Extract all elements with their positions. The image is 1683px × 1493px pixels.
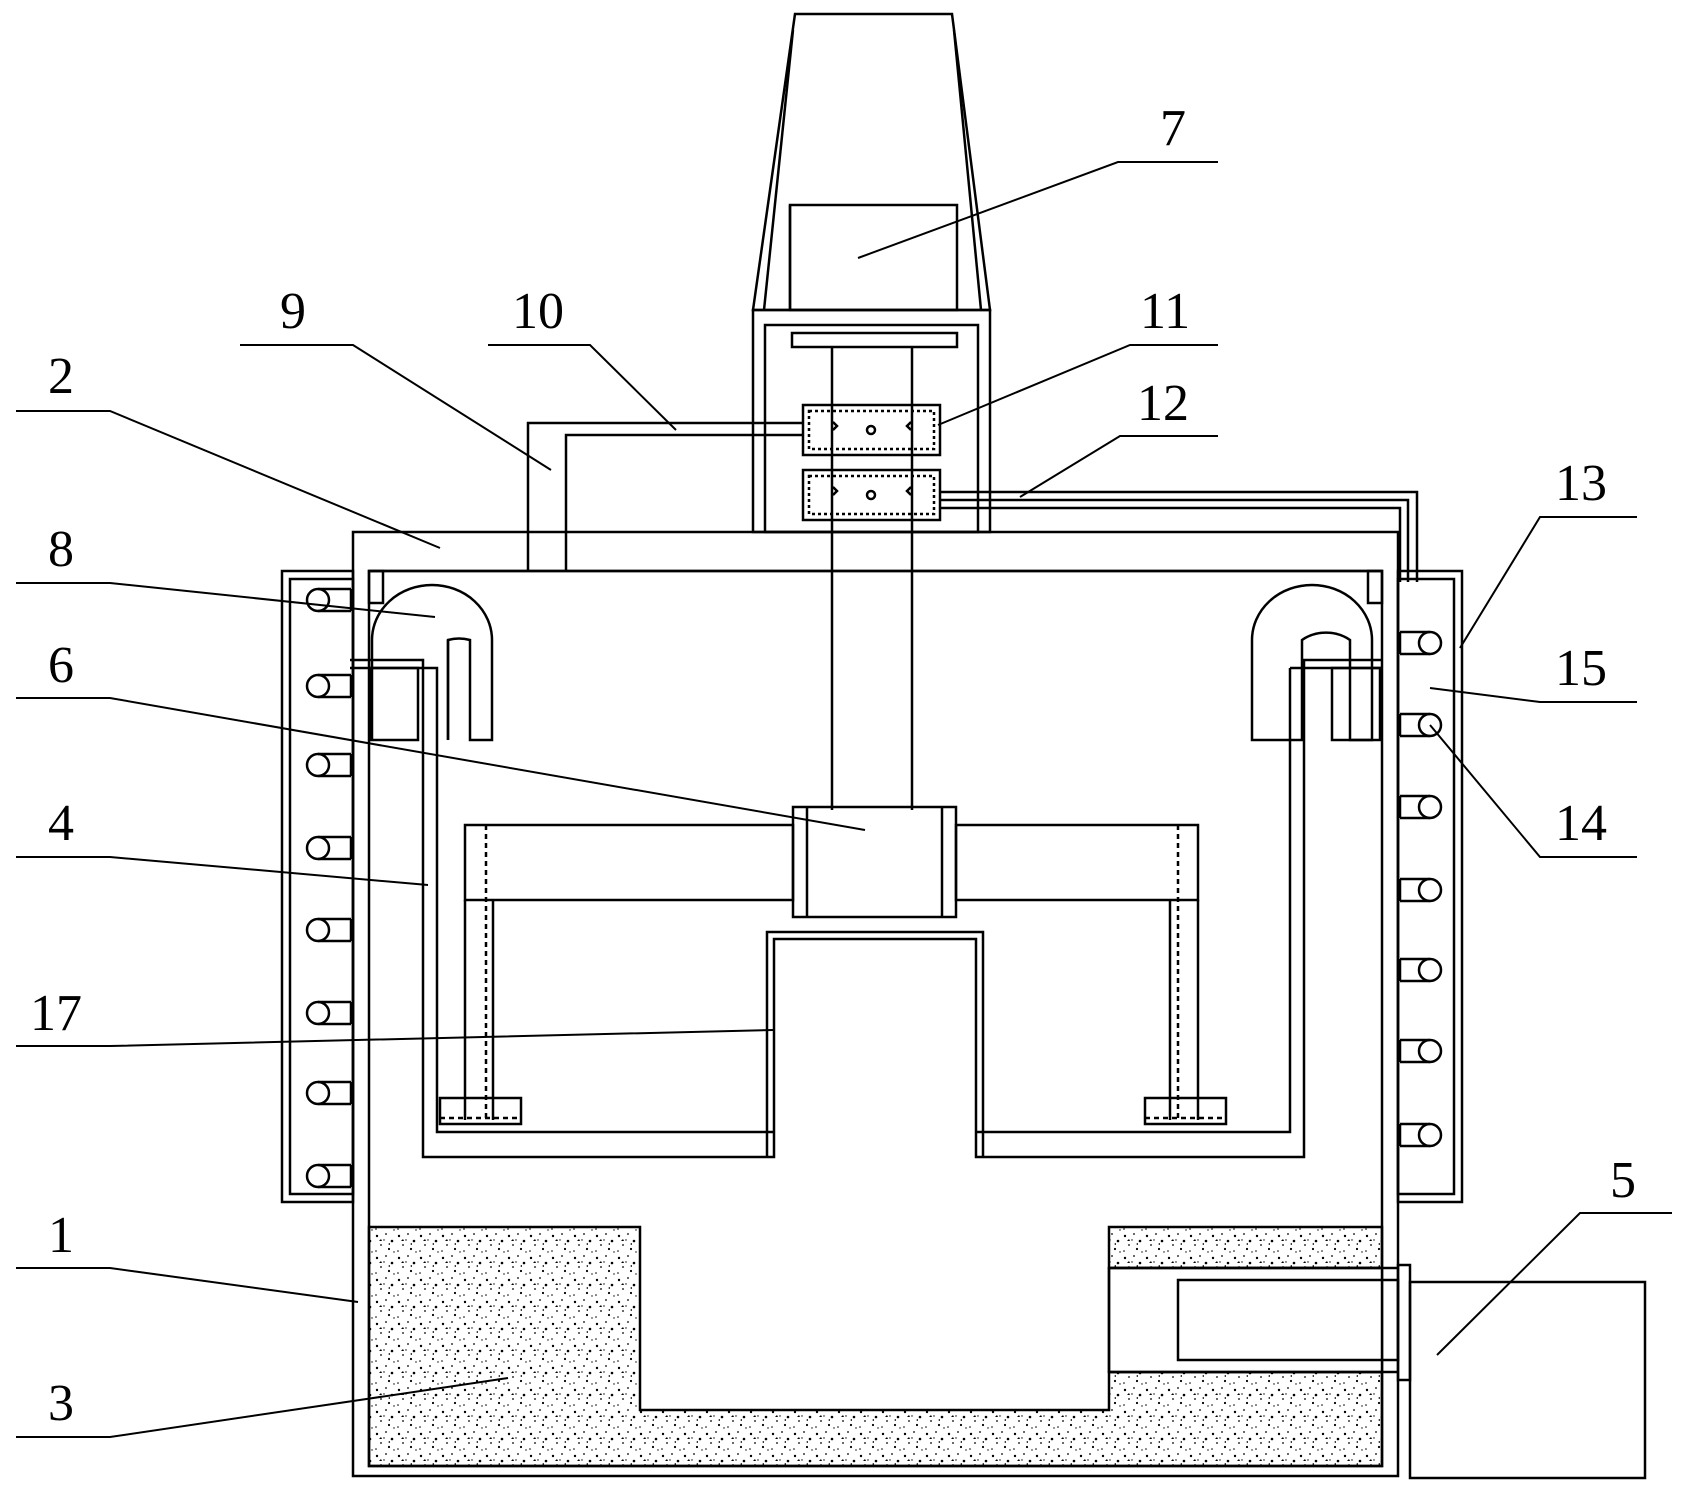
callout-15: 15 [1555, 640, 1607, 697]
callout-3: 3 [48, 1375, 74, 1432]
motor-upper [801, 403, 942, 457]
pipe-right [940, 490, 1419, 582]
side-box [1176, 1263, 1647, 1480]
hopper-support [751, 308, 992, 810]
callout-8: 8 [48, 521, 74, 578]
left-heating-jacket [280, 569, 385, 1204]
feed-hopper [751, 12, 992, 312]
pipe-left [526, 421, 803, 570]
callout-10: 10 [512, 283, 564, 340]
leader-lines [16, 161, 1672, 1438]
left-heater-coils [305, 587, 353, 1189]
inner-basket [350, 658, 1382, 1159]
callout-9: 9 [280, 283, 306, 340]
callout-13: 13 [1555, 455, 1607, 512]
right-heating-jacket [1366, 569, 1464, 1204]
callout-17: 17 [30, 985, 82, 1042]
callout-7: 7 [1160, 100, 1186, 157]
stirrer [438, 805, 1228, 1126]
callout-12: 12 [1137, 375, 1189, 432]
hood-left [370, 583, 494, 742]
callout-4: 4 [48, 795, 74, 852]
callout-1: 1 [48, 1207, 74, 1264]
callout-14: 14 [1555, 795, 1607, 852]
motor-lower [801, 468, 942, 522]
base-insulation [367, 1225, 1398, 1468]
callout-2: 2 [48, 348, 74, 405]
right-heater-coils [1398, 630, 1443, 1148]
callout-6: 6 [48, 637, 74, 694]
callout-5: 5 [1610, 1152, 1636, 1209]
callout-11: 11 [1140, 283, 1190, 340]
callout-labels: 7 9 10 2 11 12 13 15 14 8 6 4 17 5 1 3 [30, 100, 1636, 1432]
hood-right [1250, 583, 1374, 742]
